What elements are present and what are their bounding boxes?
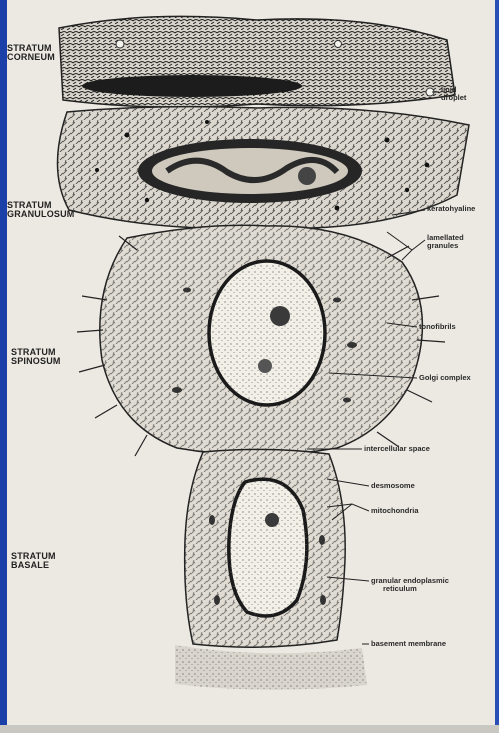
slide-frame-bottom-edge [0,725,499,733]
epidermis-cell-illustration [7,0,495,725]
basement-membrane [175,645,367,690]
label-basement-membrane: basement membrane [371,640,446,648]
label-tonofibrils: tonofibrils [419,323,456,331]
label-desmosome: desmosome [371,482,415,490]
label-golgi-complex: Golgi complex [419,374,471,382]
label-intercellular-space: intercellular space [364,445,430,453]
stratum-basale-cell [185,449,346,647]
stratum-corneum-cell [59,16,455,107]
corneum-nucleus-remnant [82,75,302,97]
stratum-granulosum-cell [57,107,469,229]
label-mitochondria: mitochondria [371,507,419,515]
label-keratohyaline: keratohyaline [427,205,475,213]
stratum-spinosum-cell [77,225,445,456]
nucleolus [270,306,290,326]
slide-frame-left-edge [0,0,7,733]
lipid-droplet-shape [116,40,124,48]
slide-frame-right-edge [495,0,499,733]
